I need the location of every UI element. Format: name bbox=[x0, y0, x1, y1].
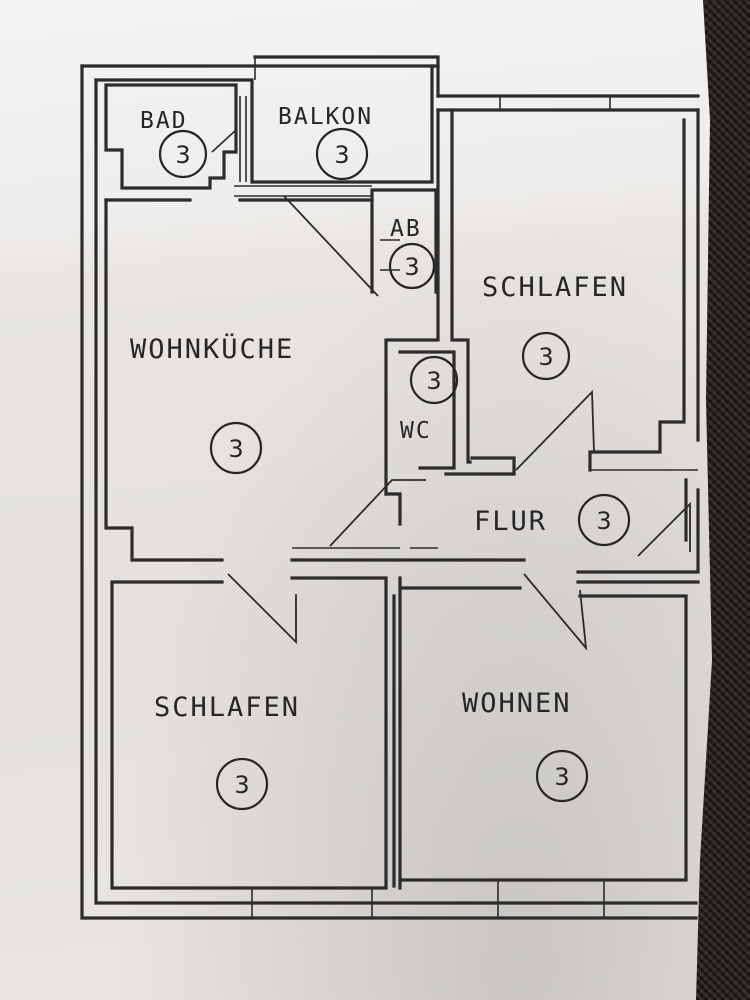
room-badge-wohnen-text: 3 bbox=[554, 763, 569, 791]
room-badge-wohnkueche-text: 3 bbox=[228, 435, 243, 463]
room-label-schlafen-bottom: SCHLAFEN bbox=[154, 692, 300, 723]
flur-walls bbox=[576, 478, 700, 584]
room-badge-schlafen-bottom: 3 bbox=[215, 757, 269, 811]
room-badge-ab: 3 bbox=[388, 242, 436, 290]
room-badge-wc-text: 3 bbox=[426, 367, 441, 395]
room-badge-wc: 3 bbox=[409, 355, 459, 405]
outer-walls bbox=[80, 55, 700, 920]
room-label-bad: BAD bbox=[140, 108, 188, 134]
wohnkueche-walls bbox=[104, 198, 526, 562]
schlafen-bottom-walls bbox=[110, 576, 402, 918]
room-label-wc: WC bbox=[400, 418, 432, 444]
balkon-walls bbox=[234, 64, 434, 197]
room-badge-balkon-text: 3 bbox=[334, 141, 349, 169]
room-badge-wohnkueche: 3 bbox=[209, 421, 263, 475]
ab-walls bbox=[370, 188, 438, 294]
room-badge-flur: 3 bbox=[577, 493, 631, 547]
wohnen-walls bbox=[398, 586, 688, 918]
door-swings bbox=[227, 195, 691, 651]
room-label-schlafen-top: SCHLAFEN bbox=[482, 272, 628, 303]
room-label-wohnen: WOHNEN bbox=[462, 688, 572, 719]
bad-walls bbox=[104, 83, 238, 190]
room-badge-schlafen-top-text: 3 bbox=[538, 343, 553, 371]
room-badge-bad-text: 3 bbox=[175, 141, 190, 169]
room-label-wohnkueche: WOHNKÜCHE bbox=[130, 333, 294, 365]
room-badge-balkon: 3 bbox=[315, 127, 369, 181]
room-label-ab: AB bbox=[390, 216, 422, 242]
room-badge-schlafen-bottom-text: 3 bbox=[234, 771, 249, 799]
room-label-flur: FLUR bbox=[474, 506, 547, 537]
room-badge-schlafen-top: 3 bbox=[521, 331, 571, 381]
room-badge-bad: 3 bbox=[158, 129, 208, 179]
room-badge-flur-text: 3 bbox=[596, 507, 611, 535]
schlafen-top-walls bbox=[444, 108, 700, 476]
center-walls bbox=[384, 108, 472, 526]
room-badge-ab-text: 3 bbox=[404, 253, 419, 281]
room-label-balkon: BALKON bbox=[278, 104, 373, 130]
room-badge-wohnen: 3 bbox=[535, 749, 589, 803]
